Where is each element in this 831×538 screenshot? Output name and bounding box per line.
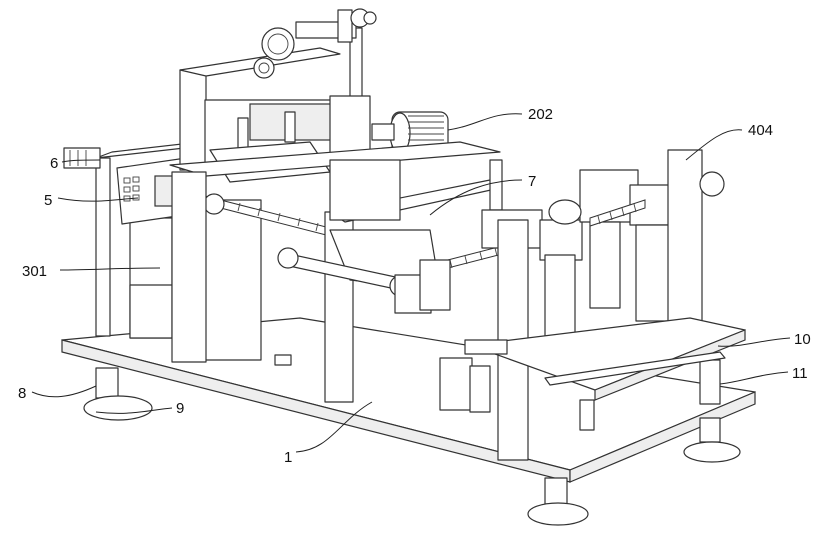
part-numbers: 202 404 6 7 5 301 10 11 8 9 1 — [18, 106, 811, 466]
bevel-gears — [253, 27, 295, 79]
feet — [83, 354, 741, 526]
label-1: 1 — [284, 449, 292, 466]
label-5: 5 — [44, 192, 52, 209]
left-frame — [63, 129, 306, 361]
leader-lines — [31, 113, 791, 453]
slide-rail — [277, 243, 511, 314]
label-10: 10 — [794, 331, 811, 348]
label-8: 8 — [18, 385, 26, 402]
label-9: 9 — [176, 400, 184, 417]
label-301: 301 — [22, 263, 47, 280]
right-platform — [464, 317, 746, 431]
center-gantry — [169, 141, 503, 403]
label-6: 6 — [50, 155, 58, 172]
lower-cabinet — [439, 357, 491, 413]
label-202: 202 — [528, 106, 553, 123]
label-404: 404 — [748, 122, 773, 139]
label-7: 7 — [528, 173, 536, 190]
label-11: 11 — [792, 365, 808, 382]
